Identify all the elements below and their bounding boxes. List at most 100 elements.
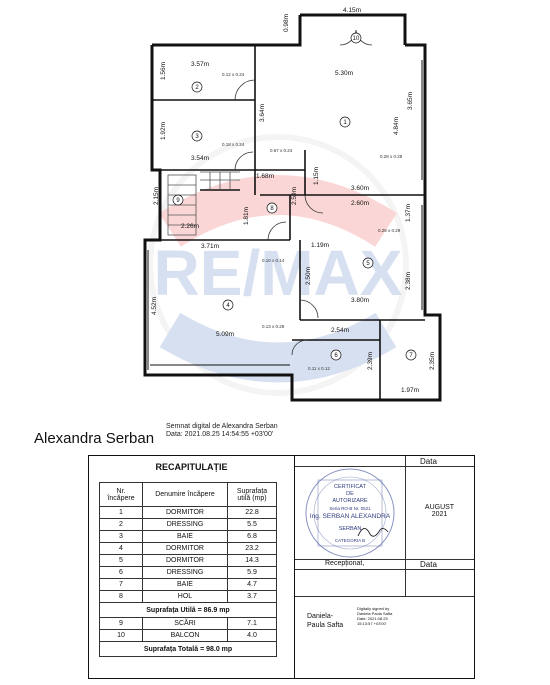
table-cell: DORMITOR bbox=[142, 554, 228, 567]
dim-text: 2.38m bbox=[405, 272, 412, 290]
receptionat-label: Recepționat, bbox=[325, 560, 365, 567]
height-note: 0.13 x 0.28 bbox=[262, 324, 285, 329]
table-cell: 22.8 bbox=[227, 506, 277, 519]
plan-label: CERTIFICAT bbox=[334, 484, 367, 490]
table-cell: 4 bbox=[99, 542, 143, 555]
date-header-2: Data bbox=[420, 560, 437, 569]
table-cell: 5 bbox=[99, 554, 143, 567]
plan-shape bbox=[267, 221, 287, 241]
height-note: 0.28 x 0.29 bbox=[378, 228, 401, 233]
table-cell: DORMITOR bbox=[142, 542, 228, 555]
dim-text: 4.84m bbox=[393, 117, 400, 135]
plan-label: Ing. SERBAN ALEXANDRA bbox=[310, 513, 391, 520]
height-note: 0.11 x 0.12 bbox=[308, 366, 330, 371]
stairs bbox=[167, 171, 240, 236]
plan-shape bbox=[266, 202, 278, 214]
dim-text: 4.15m bbox=[343, 7, 361, 14]
receiver-name: Daniela- Paula Safta bbox=[307, 612, 343, 630]
plan-shape bbox=[313, 476, 387, 550]
dim-text: 2.50m bbox=[305, 267, 312, 285]
dim-text: 4.52m bbox=[151, 297, 158, 315]
dim-text: 2.15m bbox=[153, 187, 160, 205]
plan-shape bbox=[304, 194, 324, 214]
table-cell: DORMITOR bbox=[142, 506, 228, 519]
text-line: Daniela Paula Safta bbox=[357, 611, 393, 616]
table-cell: HOL bbox=[142, 590, 228, 603]
dim-text: 3.57m bbox=[191, 61, 209, 68]
plan-shape bbox=[330, 349, 342, 361]
text-line: 15:13:57 +03'00' bbox=[357, 621, 387, 626]
dim-text: 3.60m bbox=[351, 185, 369, 192]
room-number: 5 bbox=[366, 261, 370, 267]
plan-shape bbox=[350, 32, 362, 44]
dim-text: 1.68m bbox=[256, 173, 274, 180]
plan-label: DE bbox=[346, 491, 354, 497]
table-cell: 8 bbox=[99, 590, 143, 603]
digital-signature-date: Data: 2021.08.25 14:54:55 +03'00' bbox=[166, 431, 274, 438]
plan-shape bbox=[191, 81, 203, 93]
height-note: 0.10 x 0.14 bbox=[262, 258, 285, 263]
plan-shape bbox=[191, 130, 203, 142]
dim-text: 3.80m bbox=[351, 297, 369, 304]
recap-table: Nr. încăpere Denumire încăpere Suprafața… bbox=[99, 482, 277, 657]
plan-shape bbox=[339, 29, 357, 46]
table-cell: 3 bbox=[99, 530, 143, 543]
dim-text: 3.65m bbox=[407, 92, 414, 110]
table-cell: 14.3 bbox=[227, 554, 277, 567]
text-line: Digitally signed by bbox=[357, 606, 390, 611]
plan-shape bbox=[147, 60, 423, 370]
table-cell: 3.7 bbox=[227, 590, 277, 603]
table-cell: DRESSING bbox=[142, 566, 228, 579]
text-line: Paula Safta bbox=[307, 622, 344, 629]
date-header: Data bbox=[420, 457, 437, 466]
table-cell: 7 bbox=[99, 578, 143, 591]
room-number: 1 bbox=[343, 120, 347, 126]
room-number: 7 bbox=[409, 353, 413, 359]
table-cell: 5.9 bbox=[227, 566, 277, 579]
col-header-area: Suprafața utilă (mp) bbox=[227, 482, 277, 507]
plan-label: Seria RO-B Nr. 0521 bbox=[329, 506, 371, 511]
dim-text: 1.81m bbox=[243, 207, 250, 225]
table-cell: BAIE bbox=[142, 578, 228, 591]
text-line: AUGUST bbox=[424, 504, 455, 511]
dim-text: 1.37m bbox=[405, 204, 412, 222]
plan-shape: 10 1 2 3 4 5 6 7 8 9 bbox=[172, 32, 417, 361]
height-note: 0.18 x 0.24 bbox=[222, 142, 245, 147]
plan-label: CATEGORIA B bbox=[335, 538, 365, 543]
grand-total: Suprafața Totală = 98.0 mp bbox=[99, 641, 277, 657]
room-number: 3 bbox=[195, 134, 199, 140]
table-cell: 5.5 bbox=[227, 518, 277, 531]
plan-shape bbox=[405, 349, 417, 361]
dim-text: 1.97m bbox=[401, 387, 419, 394]
room-number: 2 bbox=[195, 85, 199, 91]
plan-shape: CERTIFICAT DE AUTORIZARE Seria RO-B Nr. … bbox=[310, 484, 391, 543]
plan-shape bbox=[317, 479, 383, 547]
table-cell: 1 bbox=[99, 506, 143, 519]
room-number: 6 bbox=[334, 353, 338, 359]
room-number: 8 bbox=[270, 206, 274, 212]
util-total: Suprafața Utilă = 86.9 mp bbox=[99, 602, 277, 618]
dim-text: 3.71m bbox=[201, 243, 219, 250]
dim-text: 2.59m bbox=[291, 187, 298, 205]
digital-signature-info: Semnat digital de Alexandra Serban Data:… bbox=[166, 423, 278, 439]
dim-text: 1.15m bbox=[313, 167, 320, 185]
col-header-name: Denumire încăpere bbox=[142, 482, 228, 507]
dim-text: 1.92m bbox=[160, 122, 167, 140]
plan-shape bbox=[305, 468, 395, 558]
table-cell: 2 bbox=[99, 518, 143, 531]
table-cell: 9 bbox=[99, 617, 143, 630]
plan-shape bbox=[291, 339, 308, 356]
plan-shape: 4.15m 0.98m 3.57m 1.56m 5.30m 1.92m 3.54… bbox=[151, 7, 436, 394]
text-line: Daniela- bbox=[307, 613, 334, 620]
plan-shape bbox=[234, 29, 373, 356]
table-cell: 23.2 bbox=[227, 542, 277, 555]
